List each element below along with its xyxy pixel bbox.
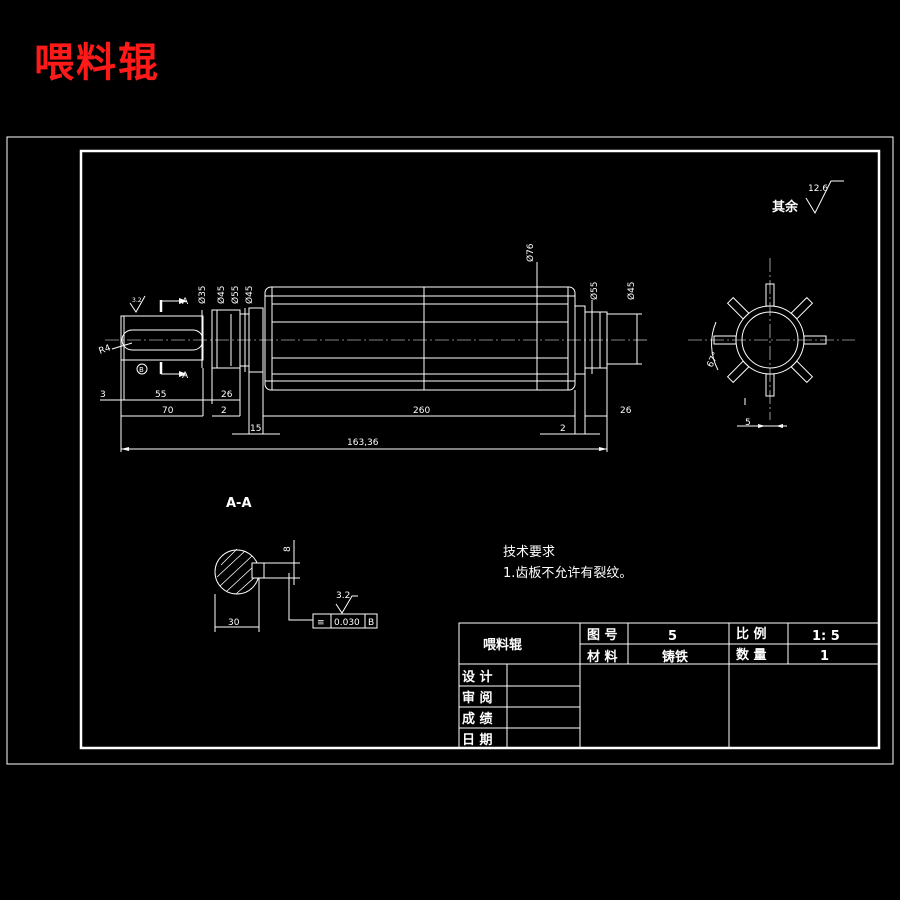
- tolerance-symbol: ≡: [317, 618, 325, 628]
- dim-2b: 2: [560, 424, 566, 434]
- dim-26b: 26: [620, 406, 632, 416]
- dim-3: 3: [100, 390, 106, 400]
- title-block: 喂料辊 图 号 5 比 例 1: 5 材 料 铸铁 数 量 1 设 计 审 阅 …: [458, 622, 880, 749]
- dim-260: 260: [413, 406, 430, 416]
- tb-material-label: 材 料: [587, 649, 618, 665]
- side-view: 5 67°: [688, 258, 855, 428]
- shoulder-2: [248, 307, 264, 373]
- shoulder-1: [211, 309, 241, 369]
- section-marker-bottom: A: [182, 371, 189, 381]
- side-tooth: [790, 360, 814, 384]
- tb-row-design: 设 计: [462, 669, 493, 685]
- side-tooth: [790, 296, 814, 320]
- side-teeth: [713, 283, 827, 397]
- side-tooth: [803, 335, 827, 345]
- tb-row-date: 日 期: [462, 733, 493, 748]
- tb-row-grade: 成 绩: [462, 711, 493, 727]
- side-tooth: [726, 360, 750, 384]
- tb-quantity-label: 数 量: [736, 647, 767, 663]
- side-tooth: [765, 283, 775, 307]
- tb-quantity: 1: [820, 649, 829, 664]
- tb-drawing-no: 5: [668, 629, 677, 644]
- keyway-depth: 8: [283, 546, 293, 552]
- side-tooth: [713, 335, 737, 345]
- keyway: [121, 329, 204, 351]
- tech-requirements: 技术要求 1.齿板不允许有裂纹。: [503, 545, 632, 581]
- section-roughness: 3.2: [336, 591, 350, 601]
- dia-55a: Ø55: [230, 285, 241, 304]
- datum-marker: B: [139, 366, 144, 374]
- tolerance-value: 0.030: [334, 618, 360, 628]
- side-tooth: [765, 373, 775, 397]
- side-tooth: [726, 296, 750, 320]
- drawing-title: 喂料辊: [34, 39, 160, 86]
- tolerance-datum: B: [368, 618, 374, 628]
- tb-name: 喂料辊: [483, 637, 522, 653]
- dim-total: 163,36: [347, 438, 379, 448]
- roller-body: [264, 286, 576, 391]
- dia-45b: Ø45: [244, 285, 255, 304]
- main-view: Ø35 Ø45 Ø55 Ø45 Ø76 Ø55 Ø45 A A 3.2 R4: [98, 243, 650, 452]
- section-diameter: 30: [228, 618, 240, 628]
- tb-scale-label: 比 例: [736, 626, 767, 642]
- outer-frame: [6, 136, 894, 765]
- dim-26a: 26: [221, 390, 233, 400]
- section-view: A-A 8 30 3.2 ≡ 0.030 B: [214, 496, 378, 632]
- roughness-symbol: 其余 12.6: [772, 180, 844, 215]
- dia-55b: Ø55: [589, 281, 600, 300]
- dia-45c: Ø45: [626, 281, 637, 300]
- tech-heading: 技术要求: [503, 545, 555, 560]
- roughness-label: 其余: [772, 199, 799, 215]
- side-width: 5: [745, 418, 751, 428]
- dia-35: Ø35: [197, 285, 208, 304]
- small-roughness: 3.2: [132, 297, 142, 304]
- tb-drawing-no-label: 图 号: [587, 628, 618, 643]
- section-label: A-A: [226, 496, 252, 511]
- dim-15: 15: [250, 424, 261, 434]
- dim-2a: 2: [221, 406, 227, 416]
- left-journal: [120, 315, 204, 361]
- dia-45a: Ø45: [216, 285, 227, 304]
- section-marker-top: A: [182, 297, 189, 307]
- right-journal: [584, 311, 608, 369]
- dim-55: 55: [155, 390, 166, 400]
- tb-scale: 1: 5: [812, 629, 840, 644]
- dim-70: 70: [162, 406, 174, 416]
- roughness-value: 12.6: [808, 184, 828, 194]
- tech-item-1: 1.齿板不允许有裂纹。: [503, 565, 632, 581]
- fillet-label: R4: [98, 343, 113, 357]
- dia-76: Ø76: [525, 243, 536, 262]
- tb-row-review: 审 阅: [462, 690, 493, 706]
- tb-material: 铸铁: [662, 649, 688, 665]
